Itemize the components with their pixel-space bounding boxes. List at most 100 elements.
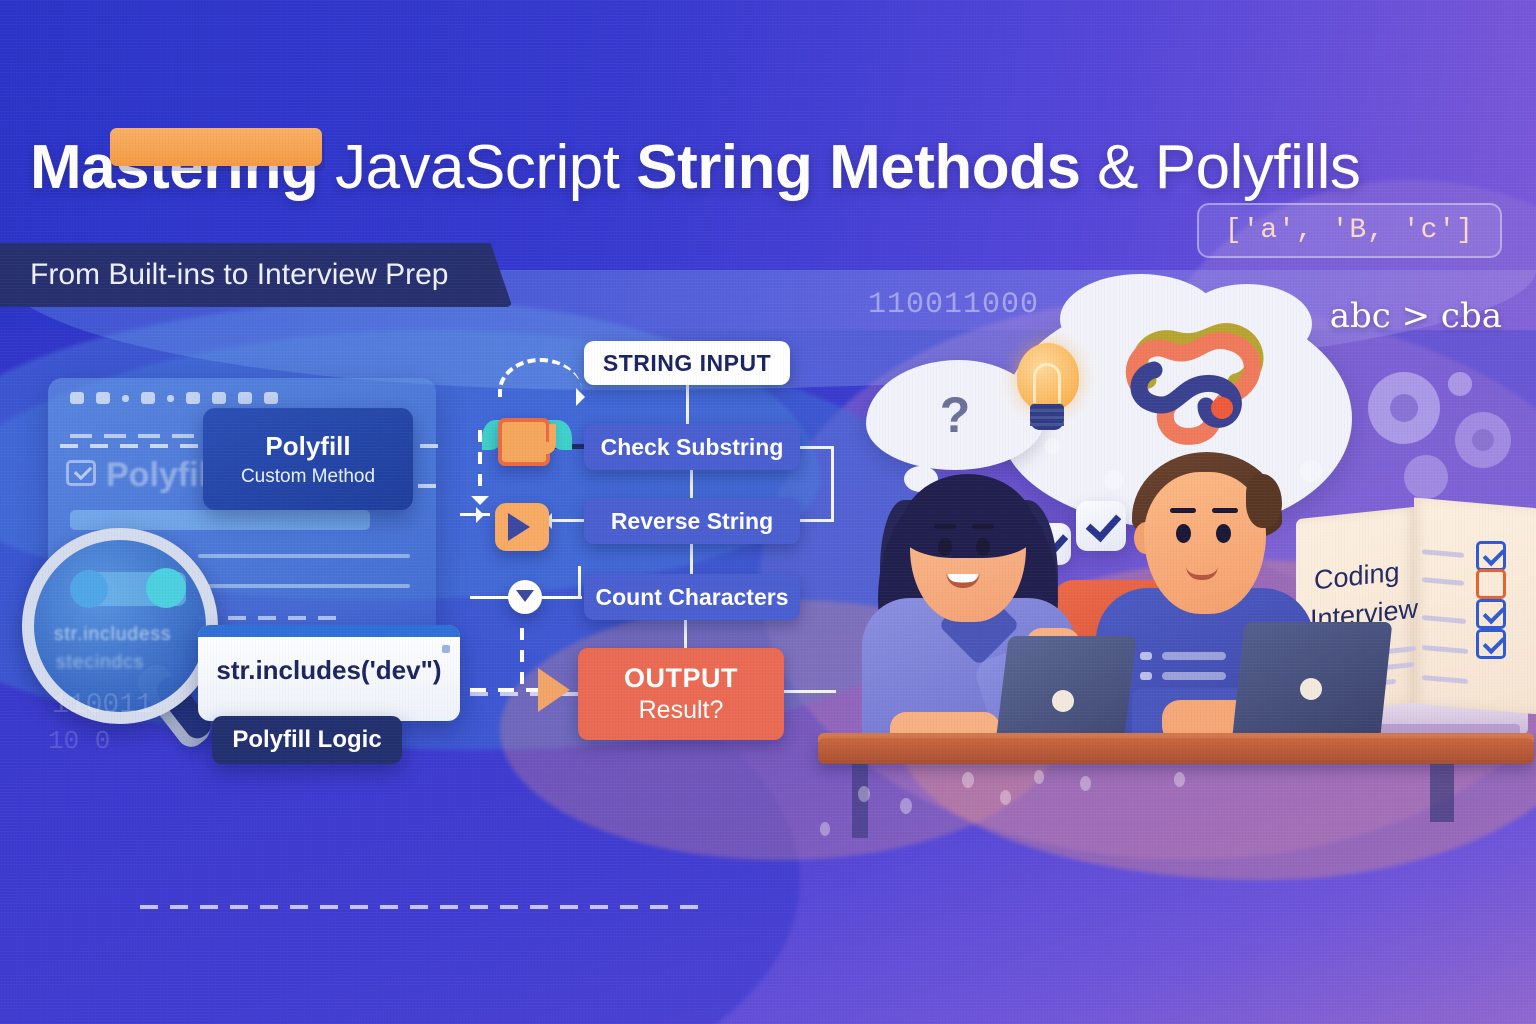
- decor-dot: [1104, 470, 1124, 490]
- polyfill-logic-card[interactable]: Polyfill Logic: [212, 716, 402, 764]
- flow-node-count-characters[interactable]: Count Characters: [584, 574, 800, 620]
- flow-node-label: STRING INPUT: [602, 349, 772, 376]
- polyfill-card[interactable]: Polyfill Custom Method: [203, 408, 413, 510]
- decor-dot: [962, 772, 974, 788]
- editor-ghost-label: Polyfill: [106, 456, 218, 494]
- shirt-graphic-line: [1162, 672, 1226, 680]
- checkbox-icon: [66, 460, 96, 486]
- decor-dot: [1300, 460, 1322, 482]
- desk: [818, 738, 1534, 764]
- array-literal-badge: ['a', 'B, 'c']: [1196, 203, 1502, 258]
- flow-connector: [800, 446, 834, 449]
- flow-connector: [784, 690, 836, 693]
- mail-icon[interactable]: [498, 418, 556, 466]
- avatar-man-hair-tuft: [1246, 474, 1282, 528]
- avatar-brow: [1170, 508, 1196, 513]
- avatar-brow: [972, 524, 994, 529]
- avatar-woman-fringe: [900, 474, 1036, 558]
- checkmark-card-icon: [1076, 501, 1126, 551]
- desk-leg: [852, 764, 868, 838]
- editor-line: [198, 554, 410, 558]
- flow-connector: [470, 596, 510, 599]
- gear-icon: [1448, 372, 1472, 396]
- play-icon[interactable]: [495, 503, 549, 551]
- question-mark-icon: ?: [939, 387, 971, 443]
- page-title: Mastering JavaScript String Methods & Po…: [30, 132, 1430, 203]
- lightbulb-filament: [1033, 363, 1061, 403]
- decor-dot: [1174, 772, 1185, 787]
- decor-dot: [1044, 438, 1060, 454]
- decor-dot: [820, 822, 830, 836]
- polyfill-card-subtitle: Custom Method: [240, 465, 376, 487]
- flow-connector: [690, 470, 693, 498]
- book-checkbox-checked: [1476, 599, 1506, 629]
- output-subtitle: Result?: [638, 696, 724, 724]
- output-title: OUTPUT: [624, 663, 738, 693]
- magnified-text-1: str.includess: [54, 624, 172, 645]
- avatar-eye: [1216, 524, 1231, 543]
- dashed-connector: [140, 905, 700, 909]
- flow-node-label: Reverse String: [610, 507, 774, 534]
- lightbulb-base: [1030, 404, 1064, 430]
- desk-top-edge: [818, 733, 1534, 742]
- dashed-curved-arrow: [498, 358, 585, 406]
- polyfill-logic-label: Polyfill Logic: [232, 726, 382, 753]
- avatar-smile: [1186, 566, 1218, 580]
- avatar-eye: [976, 538, 990, 556]
- tangled-knot-icon: [1125, 323, 1264, 445]
- dashed-connector: [410, 692, 580, 696]
- dashed-connector: [470, 688, 550, 692]
- avatar-smile: [946, 572, 980, 588]
- avatar-man-face: [1144, 472, 1266, 614]
- avatar-brow: [1212, 508, 1238, 513]
- editor-tab-dots: [70, 392, 278, 404]
- editor-line: [198, 616, 348, 620]
- gear-icon: [1368, 372, 1440, 444]
- subtitle-text: From Built-ins to Interview Prep: [30, 258, 449, 291]
- subtitle-banner: From Built-ins to Interview Prep: [0, 243, 512, 307]
- code-snippet-card[interactable]: str.includes('dev"): [198, 625, 460, 721]
- laptop-logo: [1052, 690, 1074, 712]
- flow-connector: [578, 566, 581, 598]
- binary-decoration: 110011: [52, 690, 153, 721]
- reverse-demo-badge: abc > cba: [1329, 296, 1502, 336]
- book-checkbox-unchecked: [1476, 569, 1506, 599]
- editor-highlight-bar: [70, 510, 370, 530]
- desk-leg: [1430, 764, 1454, 822]
- decor-dot: [1034, 770, 1044, 784]
- flow-connector-arrow: [460, 507, 490, 523]
- flow-node-reverse-string[interactable]: Reverse String: [584, 498, 800, 544]
- flow-node-label: Count Characters: [595, 583, 789, 610]
- flow-node-label: Check Substring: [600, 433, 784, 460]
- thought-bubble-question: ?: [866, 360, 1044, 492]
- dashed-down-arrow: [471, 430, 489, 505]
- binary-decoration: 110011000: [868, 288, 1040, 322]
- avatar-eye: [938, 538, 952, 556]
- flow-node-check-substring[interactable]: Check Substring: [584, 424, 800, 470]
- download-icon[interactable]: [508, 580, 542, 614]
- book-checkbox-checked: [1476, 629, 1506, 659]
- decor-dot: [1080, 776, 1091, 791]
- flow-node-string-input[interactable]: STRING INPUT: [584, 341, 790, 385]
- magnifier-icon: str.includess stecindcs: [22, 528, 218, 753]
- output-arrow-icon: [538, 668, 570, 712]
- open-book: Coding Interview: [1292, 495, 1536, 723]
- flow-connector: [800, 519, 834, 522]
- flow-node-output[interactable]: OUTPUT Result?: [578, 648, 784, 740]
- decor-dot: [1000, 790, 1011, 805]
- editor-line: [198, 584, 410, 588]
- avatar-eye: [1176, 524, 1191, 543]
- avatar-brow: [934, 524, 956, 529]
- title-tail: & Polyfills: [1080, 133, 1361, 202]
- title-mid: JavaScript: [318, 133, 637, 202]
- dashed-down-arrow: [520, 628, 524, 692]
- gear-icon: [1404, 455, 1448, 499]
- book-checkbox-checked: [1476, 541, 1506, 571]
- shirt-graphic-line: [1162, 652, 1226, 660]
- flow-connector: [690, 544, 693, 574]
- shirt-graphic-dot: [1140, 652, 1152, 660]
- flow-connector: [831, 446, 834, 521]
- title-bold-2: String Methods: [636, 133, 1081, 202]
- magnified-text-2: stecindcs: [56, 652, 145, 673]
